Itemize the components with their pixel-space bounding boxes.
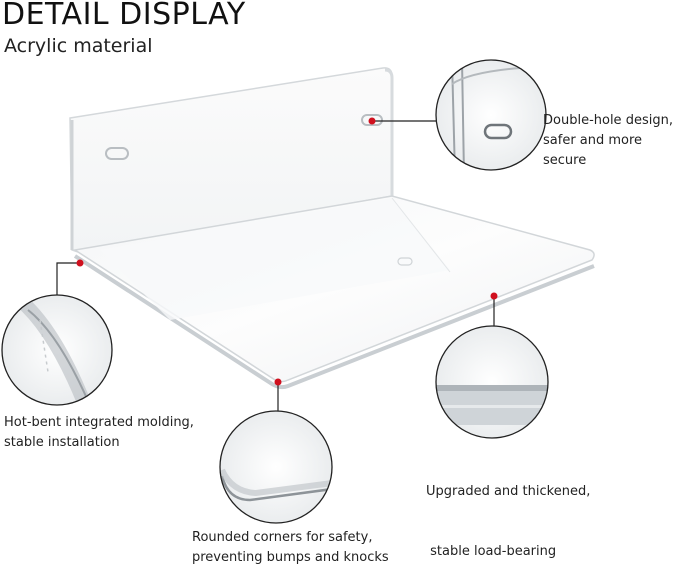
zoom-hot-bent xyxy=(1,294,113,406)
marker-rounded xyxy=(274,378,282,386)
callout-thickened-line1: Upgraded and thickened, xyxy=(426,484,591,499)
mount-hole-right xyxy=(361,114,383,126)
callout-hot-bent: Hot-bent integrated molding, stable inst… xyxy=(4,413,194,453)
leader-hot-bent xyxy=(56,262,80,296)
callout-rounded-line1: Rounded corners for safety, xyxy=(192,530,373,545)
mount-hole-left xyxy=(105,147,129,160)
zoom-thickened xyxy=(435,325,549,439)
back-panel xyxy=(69,67,394,253)
callout-hot-bent-line1: Hot-bent integrated molding, xyxy=(4,415,194,430)
callout-thickened-line2: stable load-bearing xyxy=(426,544,557,559)
zoom-double-hole xyxy=(435,59,547,171)
callout-rounded: Rounded corners for safety, preventing b… xyxy=(192,528,389,568)
callout-thickened: Upgraded and thickened, stable load-bear… xyxy=(426,442,590,582)
callout-double-hole: Double-hole design, safer and more secur… xyxy=(543,111,679,171)
zoom-rounded-corners xyxy=(219,410,333,524)
marker-thickened xyxy=(490,292,498,300)
callout-double-hole-line2: safer and more secure xyxy=(543,133,643,168)
callout-hot-bent-line2: stable installation xyxy=(4,435,120,450)
page-subtitle: Acrylic material xyxy=(4,35,153,57)
marker-hot-bent xyxy=(76,259,84,267)
marker-double-hole xyxy=(368,117,376,125)
callout-double-hole-line1: Double-hole design, xyxy=(543,113,673,128)
callout-rounded-line2: preventing bumps and knocks xyxy=(192,550,389,565)
product-illustration xyxy=(1,59,595,524)
page-title: DETAIL DISPLAY xyxy=(2,0,246,32)
